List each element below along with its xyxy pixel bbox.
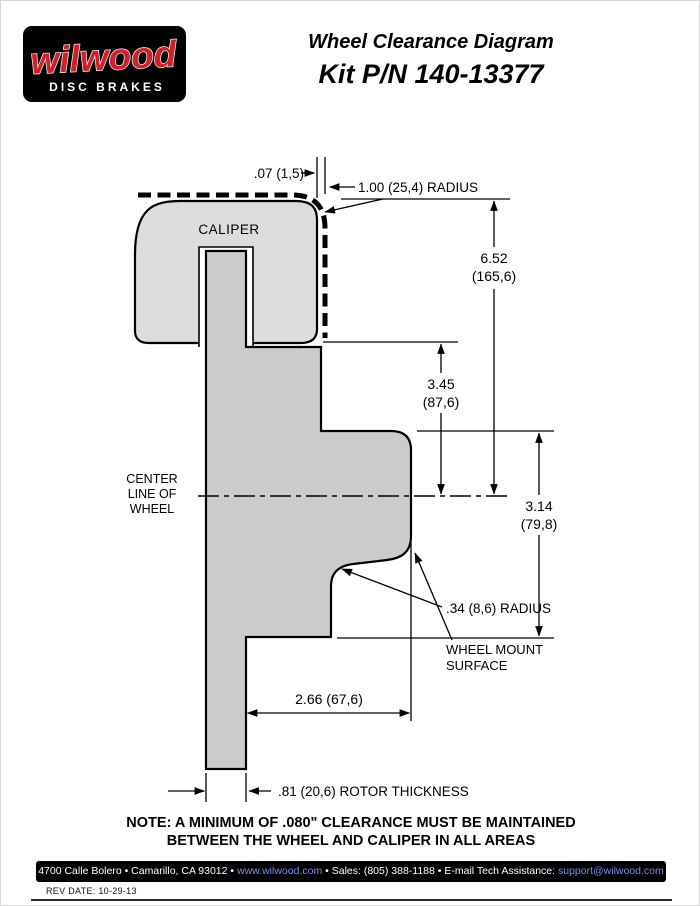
footer-sales: • Sales: (805) 388-1188 • E-mail Tech As… xyxy=(325,865,556,877)
rotor-hat-section xyxy=(204,249,413,771)
outer-radius-dim-label: 1.00 (25,4) RADIUS xyxy=(358,180,478,195)
footer-address: 4700 Calle Bolero • Camarillo, CA 93012 … xyxy=(38,865,235,877)
page-title: Wheel Clearance Diagram xyxy=(308,31,554,53)
wilwood-logo: wilwood DISC BRAKES xyxy=(23,26,186,102)
offset-dim-label: 2.66 (67,6) xyxy=(295,691,363,707)
wheel-radius-in-label: 6.52 xyxy=(480,250,507,266)
hat-depth-mm-label: (79,8) xyxy=(521,516,558,532)
wheel-clearance-diagram: CALIPER .07 (1,5) 1.00 (25,4) RADIUS 6.5… xyxy=(126,157,566,802)
logo-tagline-text: DISC BRAKES xyxy=(49,80,165,94)
hat-depth-in-label: 3.14 xyxy=(525,498,552,514)
clearance-dim-label: .07 (1,5) xyxy=(254,166,304,181)
rev-date-label: REV DATE: xyxy=(46,886,96,896)
wheel-radius-mm-label: (165,6) xyxy=(472,268,516,284)
wheel-mount-label-1: WHEEL MOUNT xyxy=(446,642,543,657)
wheel-mount-label-2: SURFACE xyxy=(446,658,508,673)
note-line-1: NOTE: A MINIMUM OF .080" CLEARANCE MUST … xyxy=(126,815,576,831)
inner-radius-dim-label: .34 (8,6) RADIUS xyxy=(446,601,551,616)
centerline-label-1: CENTER xyxy=(126,472,177,486)
rev-date: REV DATE: 10-29-13 xyxy=(46,886,137,896)
bottom-rule xyxy=(31,899,672,901)
kit-part-number: Kit P/N 140-13377 xyxy=(318,59,544,89)
logo-brand-text: wilwood xyxy=(29,33,178,82)
caliper-depth-in-label: 3.45 xyxy=(427,376,454,392)
footer-email-link[interactable]: support@wilwood.com xyxy=(557,865,664,877)
caliper-label: CALIPER xyxy=(198,222,259,237)
clearance-note: NOTE: A MINIMUM OF .080" CLEARANCE MUST … xyxy=(1,814,699,850)
centerline-label-2: LINE OF xyxy=(128,487,177,501)
rotor-thickness-dim-label: .81 (20,6) ROTOR THICKNESS xyxy=(278,784,469,799)
dimension-text-backings xyxy=(414,247,566,535)
wheel-contour-dashed-line xyxy=(138,192,328,338)
note-line-2: BETWEEN THE WHEEL AND CALIPER IN ALL ARE… xyxy=(166,833,536,849)
rev-date-value: 10-29-13 xyxy=(98,886,137,896)
centerline-label-3: WHEEL xyxy=(130,502,175,516)
footer-bar: 4700 Calle Bolero • Camarillo, CA 93012 … xyxy=(36,861,666,882)
caliper-depth-mm-label: (87,6) xyxy=(423,394,460,410)
footer-website-link[interactable]: www.wilwood.com xyxy=(237,865,323,877)
wilwood-logo-art: wilwood DISC BRAKES xyxy=(29,32,180,94)
